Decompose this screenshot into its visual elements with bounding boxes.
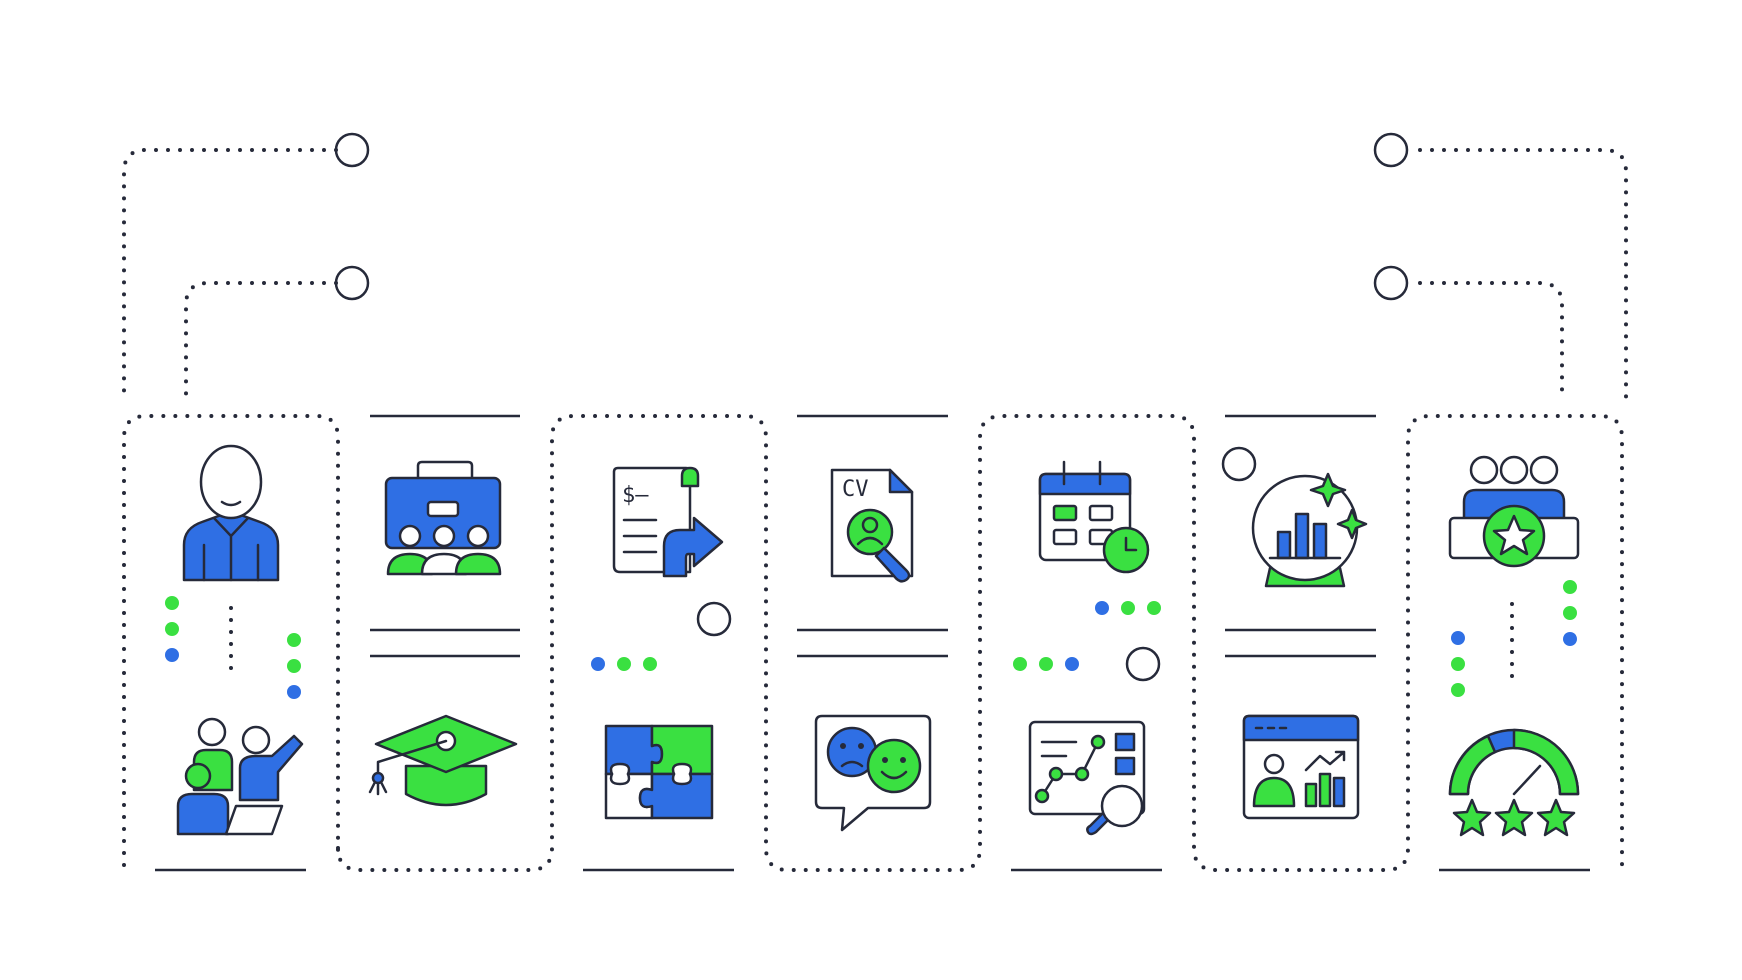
crystal-ball-chart-icon [1251, 472, 1368, 588]
cv-search-icon: CV [830, 468, 914, 583]
deco-dot [165, 648, 179, 662]
analytics-search-icon [1028, 720, 1146, 836]
deco-dot [617, 657, 631, 671]
deco-dot [1563, 632, 1577, 646]
node-circle-top-right [1373, 132, 1409, 168]
deco-dot [1065, 657, 1079, 671]
cv-label: CV [842, 477, 869, 502]
deco-dot [1013, 657, 1027, 671]
deco-dot [165, 622, 179, 636]
node-circle-mid-right [1373, 265, 1409, 301]
invoice-transfer-icon: $— [612, 466, 724, 578]
deco-dot [1563, 580, 1577, 594]
deco-dot [1147, 601, 1161, 615]
briefcase-team-icon [384, 460, 502, 576]
deco-dot [643, 657, 657, 671]
column-frames [122, 414, 1624, 872]
deco-dot [165, 596, 179, 610]
dashboard-window-icon [1242, 714, 1360, 820]
deco-dot [1451, 657, 1465, 671]
node-circle-top-left [334, 132, 370, 168]
deco-dot [1039, 657, 1053, 671]
deco-dot [1563, 606, 1577, 620]
feedback-faces-icon [814, 714, 932, 832]
deco-dot [1121, 601, 1135, 615]
decorations [165, 446, 1577, 699]
puzzle-icon [604, 724, 714, 820]
deco-dot [287, 685, 301, 699]
connector-outer-left [122, 148, 338, 402]
graduation-cap-icon [368, 714, 518, 807]
deco-circle [1221, 446, 1257, 482]
deco-circle [696, 601, 732, 637]
deco-dot [287, 659, 301, 673]
connector-lines [122, 132, 1628, 402]
invoice-symbol: $— [622, 483, 649, 508]
connector-inner-left [184, 281, 338, 402]
deco-dot [591, 657, 605, 671]
node-circle-mid-left [334, 265, 370, 301]
deco-dot [287, 633, 301, 647]
deco-dot [1451, 631, 1465, 645]
deco-dot [1451, 683, 1465, 697]
frame-bottom-column-2 [336, 414, 1624, 872]
person-avatar-icon [182, 444, 280, 582]
rating-gauge-icon [1448, 728, 1580, 837]
deco-circle [1125, 646, 1161, 682]
deco-dot [1095, 601, 1109, 615]
team-star-icon [1448, 455, 1580, 568]
connector-outer-right [1418, 148, 1628, 402]
team-presentation-icon [176, 717, 304, 836]
frame-column-1 [122, 414, 340, 867]
connector-inner-right [1418, 281, 1564, 402]
calendar-clock-icon [1038, 460, 1150, 574]
